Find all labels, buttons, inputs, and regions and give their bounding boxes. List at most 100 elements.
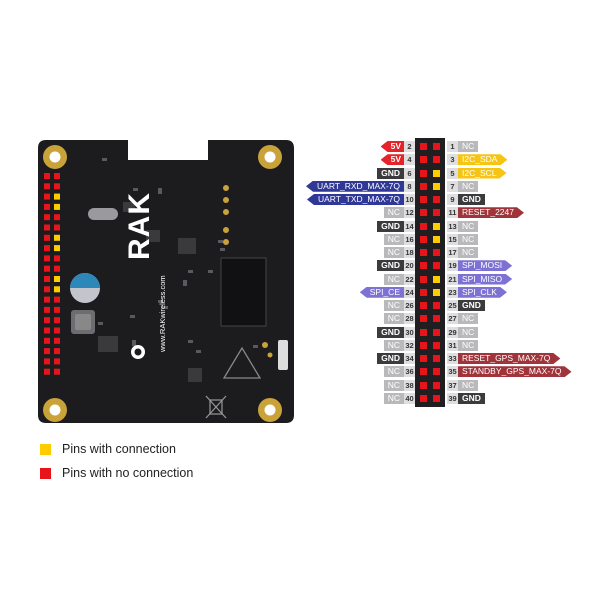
pin-label-odd: I2C_SCL xyxy=(458,168,507,179)
connector-pin-marker xyxy=(420,249,427,256)
pin-number-odd: 21 xyxy=(447,273,458,285)
pin-label-odd: NC xyxy=(458,313,479,325)
connector-pin-marker xyxy=(420,288,427,296)
pin-number-even: 14 xyxy=(404,220,415,232)
board-header-pin xyxy=(44,306,50,313)
board-header-pin xyxy=(54,173,60,179)
board-header-pin xyxy=(44,317,50,324)
board-header-pin xyxy=(54,183,60,190)
board-header-pin xyxy=(54,276,60,282)
connector-pin-marker xyxy=(420,169,427,177)
board-header-pin xyxy=(54,296,60,303)
pin-label-even: GND xyxy=(377,353,404,364)
pin-number-odd: 23 xyxy=(447,286,458,298)
pin-label-even: NC xyxy=(383,313,404,325)
pin-number-odd: 25 xyxy=(447,300,458,311)
pin-number-even: 24 xyxy=(404,286,415,298)
mounting-hole-bottom-left xyxy=(43,398,67,422)
mounting-hole-top-left xyxy=(43,145,67,169)
pin-label-even: 5V xyxy=(380,154,404,166)
passive-components xyxy=(98,158,258,353)
pin-number-odd: 35 xyxy=(447,366,458,378)
connector-pin-marker xyxy=(420,315,427,323)
pin-label-odd: NC xyxy=(458,180,479,192)
pin-label-even: GND xyxy=(377,326,404,338)
connector-pin-marker xyxy=(433,394,440,402)
connector-pin-marker xyxy=(420,302,427,309)
pin-number-odd: 29 xyxy=(447,326,458,338)
mounting-hole-top-right xyxy=(258,145,282,169)
pin-label-even: NC xyxy=(383,247,404,258)
pin-number-even: 18 xyxy=(404,247,415,258)
connector-pin-marker xyxy=(433,222,440,230)
board-header-pin xyxy=(44,234,50,241)
connector-pin-marker xyxy=(433,328,440,336)
pin-number-odd: 9 xyxy=(447,194,458,205)
connector-pin-marker xyxy=(433,169,440,177)
connector-pin-marker xyxy=(420,222,427,230)
pin-label-even: NC xyxy=(383,379,404,391)
board-header-pin xyxy=(44,173,50,179)
connector-pin-marker xyxy=(420,394,427,402)
board-url-text: www.RAKwireless.com xyxy=(158,275,167,352)
board-header-pin xyxy=(54,193,60,200)
board-header-pin xyxy=(44,286,50,293)
board-header-pin xyxy=(54,337,60,344)
pin-number-even: 40 xyxy=(404,392,415,404)
pin-number-even: 6 xyxy=(404,167,415,179)
pin-label-even: NC xyxy=(383,339,404,351)
pin-number-even: 16 xyxy=(404,233,415,245)
pin-label-odd: NC xyxy=(458,233,479,245)
pin-number-even: 12 xyxy=(404,207,415,219)
connector-pin-marker xyxy=(433,368,440,376)
board-header-pin xyxy=(44,327,50,334)
connector-pin-marker xyxy=(420,368,427,376)
board-header-pin xyxy=(54,245,60,252)
pin-label-even: NC xyxy=(383,233,404,245)
pin-label-odd: STANDBY_GPS_MAX-7Q xyxy=(458,366,572,377)
pin-number-even: 20 xyxy=(404,260,415,272)
pin-number-even: 32 xyxy=(404,339,415,351)
pin-label-even: NC xyxy=(383,392,404,404)
chip-5 xyxy=(188,368,202,382)
pin-number-even: 26 xyxy=(404,300,415,311)
pin-label-odd: NC xyxy=(458,220,479,232)
connector-pin-marker xyxy=(420,143,427,150)
pin-label-even: UART_RXD_MAX-7Q xyxy=(306,180,404,192)
board-header-pin xyxy=(44,348,50,355)
board-header-pin xyxy=(54,368,60,375)
sd-card-slot xyxy=(220,257,267,327)
pin-number-odd: 5 xyxy=(447,167,458,179)
pin-number-even: 38 xyxy=(404,379,415,391)
pin-number-odd: 19 xyxy=(447,260,458,272)
board-header-pin xyxy=(54,255,60,262)
pin-number-odd: 27 xyxy=(447,313,458,325)
pin-label-odd: NC xyxy=(458,379,479,391)
pin-label-even: GND xyxy=(377,220,404,232)
board-header-pin xyxy=(44,183,50,190)
connector-strip xyxy=(415,138,445,407)
board-header-pin xyxy=(54,286,60,293)
pin-number-odd: 17 xyxy=(447,247,458,258)
connector-pin-marker xyxy=(420,275,427,283)
pin-number-even: 8 xyxy=(404,180,415,192)
connector-pin-marker xyxy=(433,249,440,256)
connector-pin-marker xyxy=(433,182,440,190)
pin-number-even: 36 xyxy=(404,366,415,378)
connector-pin-marker xyxy=(433,143,440,150)
connector-pin-marker xyxy=(420,196,427,203)
pin-number-even: 2 xyxy=(404,141,415,152)
pin-label-odd: SPI_MISO xyxy=(458,274,512,285)
pin-label-odd: NC xyxy=(458,141,479,152)
connector-pin-marker xyxy=(433,288,440,296)
pin-label-odd: RESET_2247 xyxy=(458,207,524,218)
pin-number-odd: 39 xyxy=(447,392,458,404)
chip-4 xyxy=(98,336,118,352)
board-header-pin xyxy=(44,276,50,282)
pin-label-even: GND xyxy=(377,260,404,272)
pin-label-even: GND xyxy=(377,167,404,179)
connector-pin-marker xyxy=(433,315,440,323)
board-header-pin xyxy=(44,265,50,272)
board-header-pin xyxy=(54,224,60,231)
